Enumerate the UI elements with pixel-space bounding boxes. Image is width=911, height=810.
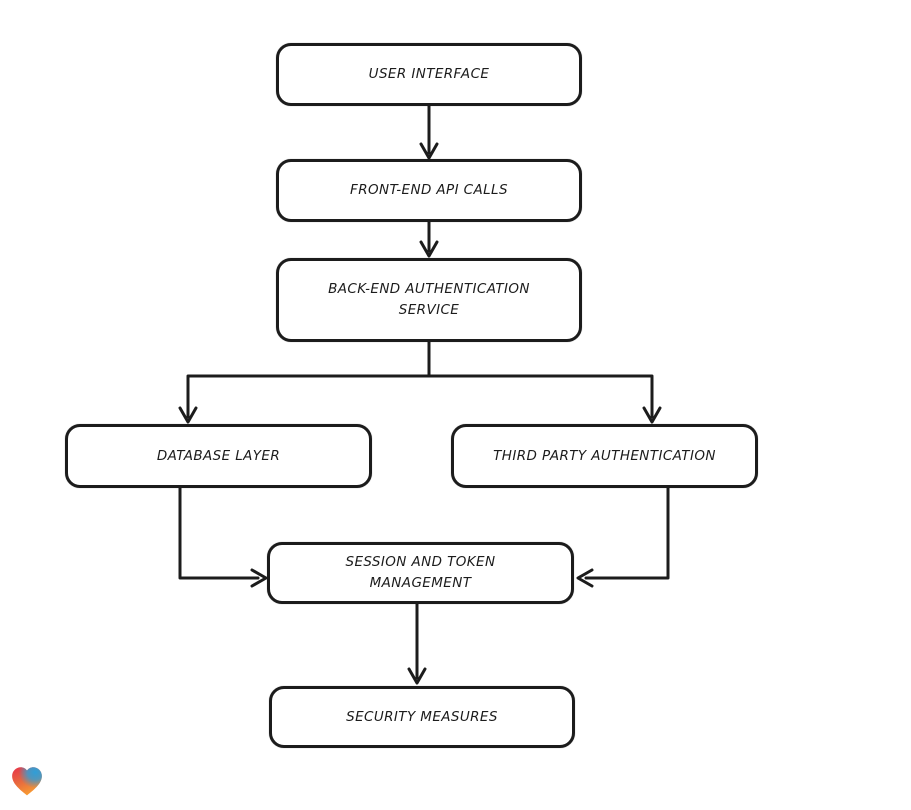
node-third-party-authentication[interactable]: THIRD PARTY AUTHENTICATION [451,424,758,488]
node-label: SESSION AND TOKEN MANAGEMENT [345,554,496,591]
node-security-measures[interactable]: SECURITY MEASURES [269,686,575,748]
node-user-interface[interactable]: USER INTERFACE [276,43,582,106]
edge-api-to-backend [419,220,439,258]
edge-backend-to-db [178,340,431,424]
arrowhead-left-icon [576,568,594,588]
edge-ui-to-api [419,104,439,160]
node-back-end-authentication-service[interactable]: BACK-END AUTHENTICATION SERVICE [276,258,582,342]
edge-backend-to-3p [427,374,662,424]
edge-db-to-session [178,486,268,588]
arrowhead-down-icon [419,142,439,160]
arrowhead-down-icon [642,406,662,424]
arrowhead-down-icon [178,406,198,424]
arrowhead-down-icon [407,667,427,685]
node-database-layer[interactable]: DATABASE LAYER [65,424,372,488]
arrowhead-right-icon [250,568,268,588]
node-label: DATABASE LAYER [156,447,281,464]
node-label: THIRD PARTY AUTHENTICATION [493,447,716,464]
node-front-end-api-calls[interactable]: FRONT-END API CALLS [276,159,582,222]
node-label: FRONT-END API CALLS [350,182,508,198]
node-label: BACK-END AUTHENTICATION SERVICE [328,281,530,318]
edge-session-to-security [407,602,427,685]
edge-3p-to-session [576,485,670,588]
gradient-heart-icon [12,767,42,796]
node-label: SECURITY MEASURES [346,708,498,725]
arrowhead-down-icon [419,240,439,258]
node-session-and-token-management[interactable]: SESSION AND TOKEN MANAGEMENT [267,542,574,604]
node-label: USER INTERFACE [368,66,490,82]
lovable-heart-logo[interactable] [10,764,44,798]
